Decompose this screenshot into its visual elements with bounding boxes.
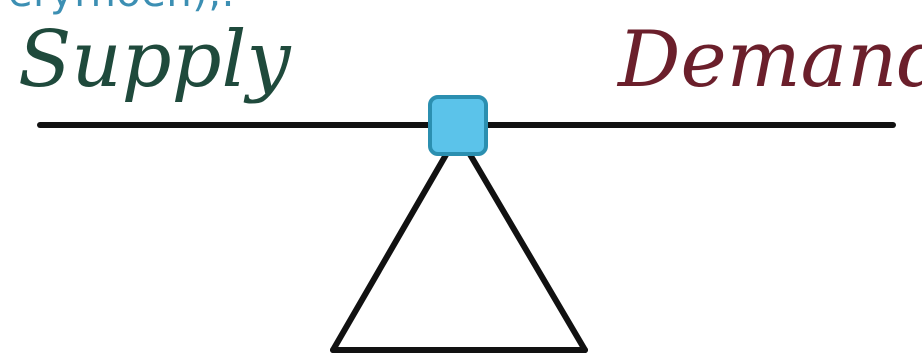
demand-label: Demand bbox=[616, 15, 922, 105]
supply-label: Supply bbox=[18, 15, 291, 105]
triangle-stand-icon bbox=[333, 134, 585, 350]
square-fulcrum-icon bbox=[430, 97, 486, 154]
